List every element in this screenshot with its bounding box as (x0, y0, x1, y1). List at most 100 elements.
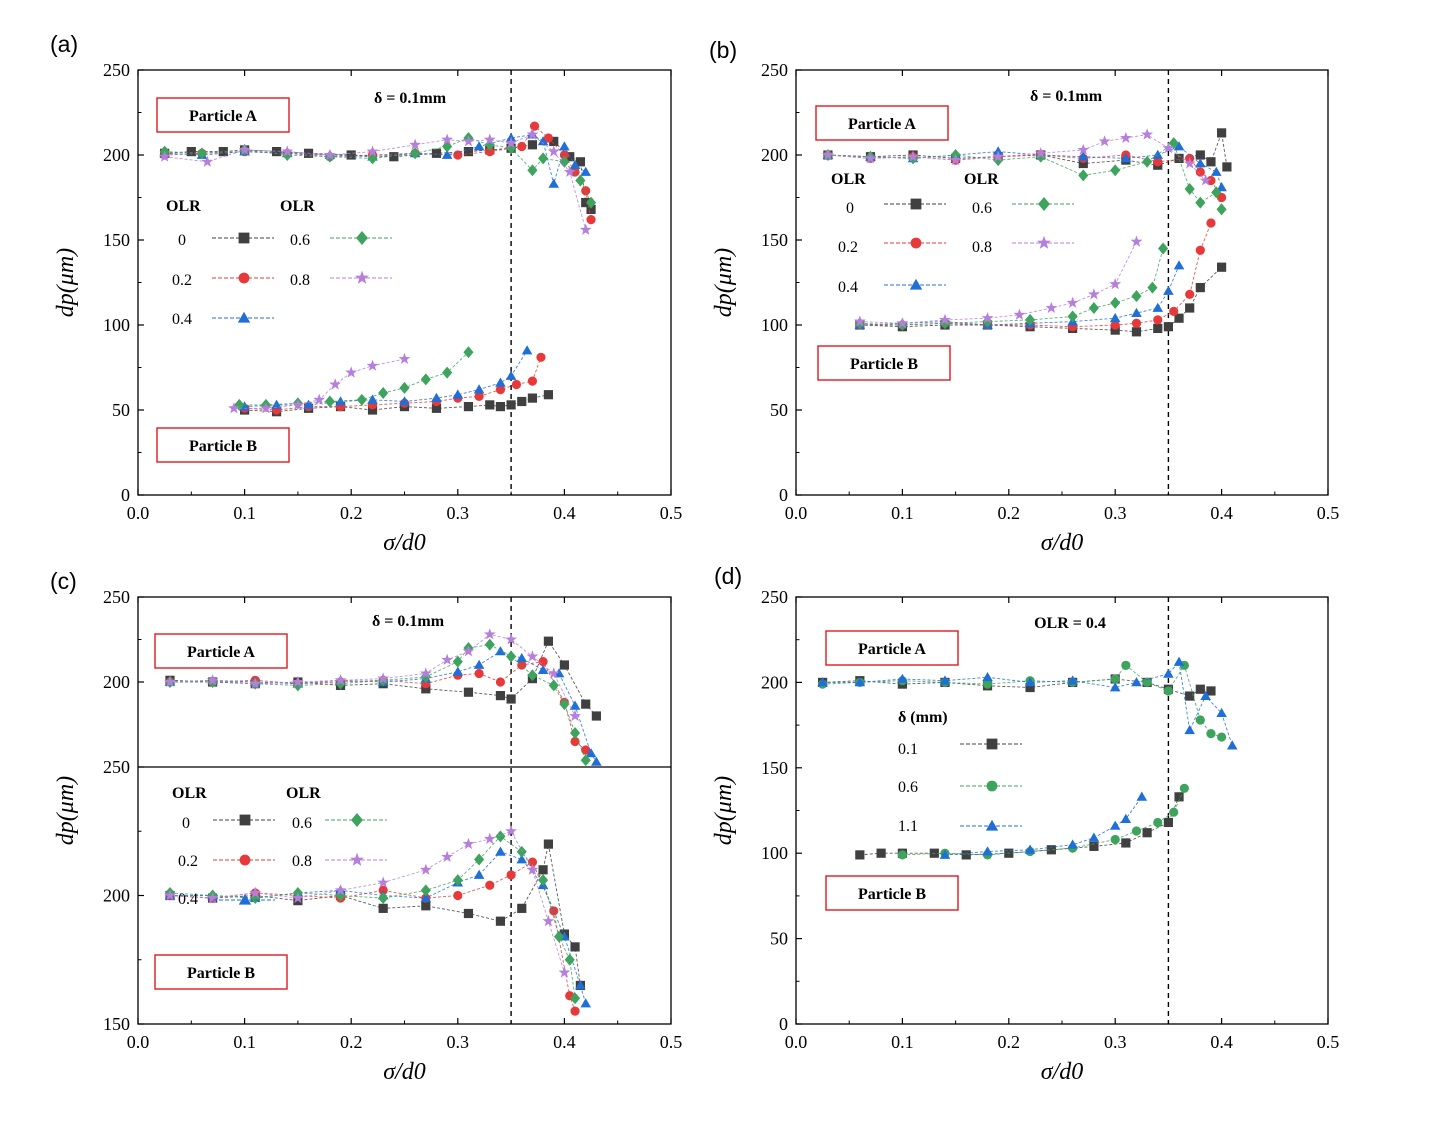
data-point (569, 709, 581, 722)
data-point (992, 150, 1005, 162)
legend-label: 1.1 (898, 818, 918, 835)
y-axis-label: dp(μm) (53, 248, 79, 317)
data-point (228, 402, 240, 414)
data-point (1174, 313, 1184, 323)
x-axis-label: σ/d0 (383, 1059, 426, 1085)
x-tick-label: 0.3 (447, 1032, 470, 1052)
x-tick-label: 0.5 (1317, 1032, 1340, 1052)
data-point (1206, 686, 1216, 696)
x-tick-label: 0.5 (1317, 503, 1340, 523)
legend-label: 0.2 (178, 853, 198, 870)
data-point (389, 152, 399, 162)
data-point (419, 667, 432, 679)
series-line (164, 125, 592, 220)
data-point (1184, 183, 1195, 195)
legend-label: 0.8 (290, 272, 310, 289)
data-point (1185, 303, 1195, 313)
data-point (238, 143, 251, 155)
data-point (323, 148, 336, 161)
data-point (526, 863, 539, 875)
data-point (1163, 668, 1174, 678)
data-point (1034, 147, 1047, 159)
legend-title: OLR (286, 785, 321, 802)
data-point (1109, 682, 1121, 692)
data-point (495, 830, 506, 843)
particle-label: Particle B (850, 356, 918, 373)
data-point (1110, 320, 1120, 330)
data-point (853, 315, 866, 327)
data-point (1195, 167, 1205, 177)
legend-marker (985, 819, 999, 831)
legend-label: 0.6 (290, 232, 310, 249)
series-line (169, 830, 565, 973)
y-tick-label: 200 (761, 672, 788, 692)
data-point (1206, 157, 1216, 167)
data-point (876, 848, 886, 858)
data-point (473, 869, 485, 879)
series-0.2-particle-b (855, 218, 1216, 332)
legend-marker (238, 272, 250, 284)
legend-marker (1038, 196, 1050, 212)
data-point (399, 396, 410, 406)
series-line (902, 788, 1185, 856)
data-point (1153, 323, 1163, 333)
data-point (1131, 307, 1142, 318)
data-point (420, 892, 432, 902)
y-tick-label: 150 (103, 1014, 130, 1034)
legend-marker (238, 893, 252, 905)
y-tick-label: 50 (112, 400, 130, 420)
data-point (1195, 283, 1205, 293)
data-point (421, 901, 431, 911)
data-point (483, 133, 496, 145)
data-point (1131, 327, 1142, 337)
particle-label: Particle B (187, 965, 255, 982)
data-point (473, 659, 485, 669)
data-point (1185, 691, 1195, 701)
y-tick-label: 0 (121, 485, 130, 505)
data-point (537, 664, 549, 675)
y-tick-label: 100 (761, 315, 788, 335)
data-point (249, 677, 262, 689)
data-point (506, 650, 517, 663)
data-point (1098, 135, 1111, 147)
data-point (292, 679, 303, 692)
series-line (827, 134, 1206, 181)
series-line (164, 140, 592, 210)
data-point (961, 850, 971, 860)
data-point (442, 140, 453, 153)
data-point (1206, 729, 1216, 739)
data-point (431, 403, 442, 413)
data-point (569, 159, 581, 170)
x-tick-label: 0.0 (785, 1032, 808, 1052)
series-0.2-particle-b (165, 857, 580, 1016)
data-point (1066, 296, 1079, 308)
data-point (548, 679, 559, 692)
data-point (206, 674, 219, 686)
particle-label: Particle A (848, 116, 916, 133)
y-tick-label: 250 (103, 60, 130, 80)
series-line (244, 350, 528, 408)
data-point (558, 966, 571, 978)
data-point (1163, 285, 1174, 295)
particle-label-box (815, 105, 949, 141)
y-tick-label: 150 (761, 230, 788, 250)
legend-label: 0 (182, 815, 190, 832)
y-tick-label: 150 (103, 230, 130, 250)
data-point (474, 391, 484, 401)
data-point (495, 691, 506, 701)
legend-label: 0.4 (178, 891, 198, 908)
data-point (1013, 308, 1026, 320)
data-point (366, 359, 379, 371)
legend: δ (mm)0.10.61.1 (898, 709, 1022, 835)
legend-label: 0.2 (838, 239, 858, 256)
data-point (201, 155, 214, 167)
data-point (939, 675, 951, 685)
legend-label: 0.1 (898, 741, 918, 758)
data-point (206, 891, 219, 904)
data-point (495, 377, 506, 387)
data-point (543, 133, 554, 143)
data-point (473, 141, 485, 151)
legend-title: OLR (831, 171, 866, 188)
y-tick-label: 50 (770, 400, 788, 420)
